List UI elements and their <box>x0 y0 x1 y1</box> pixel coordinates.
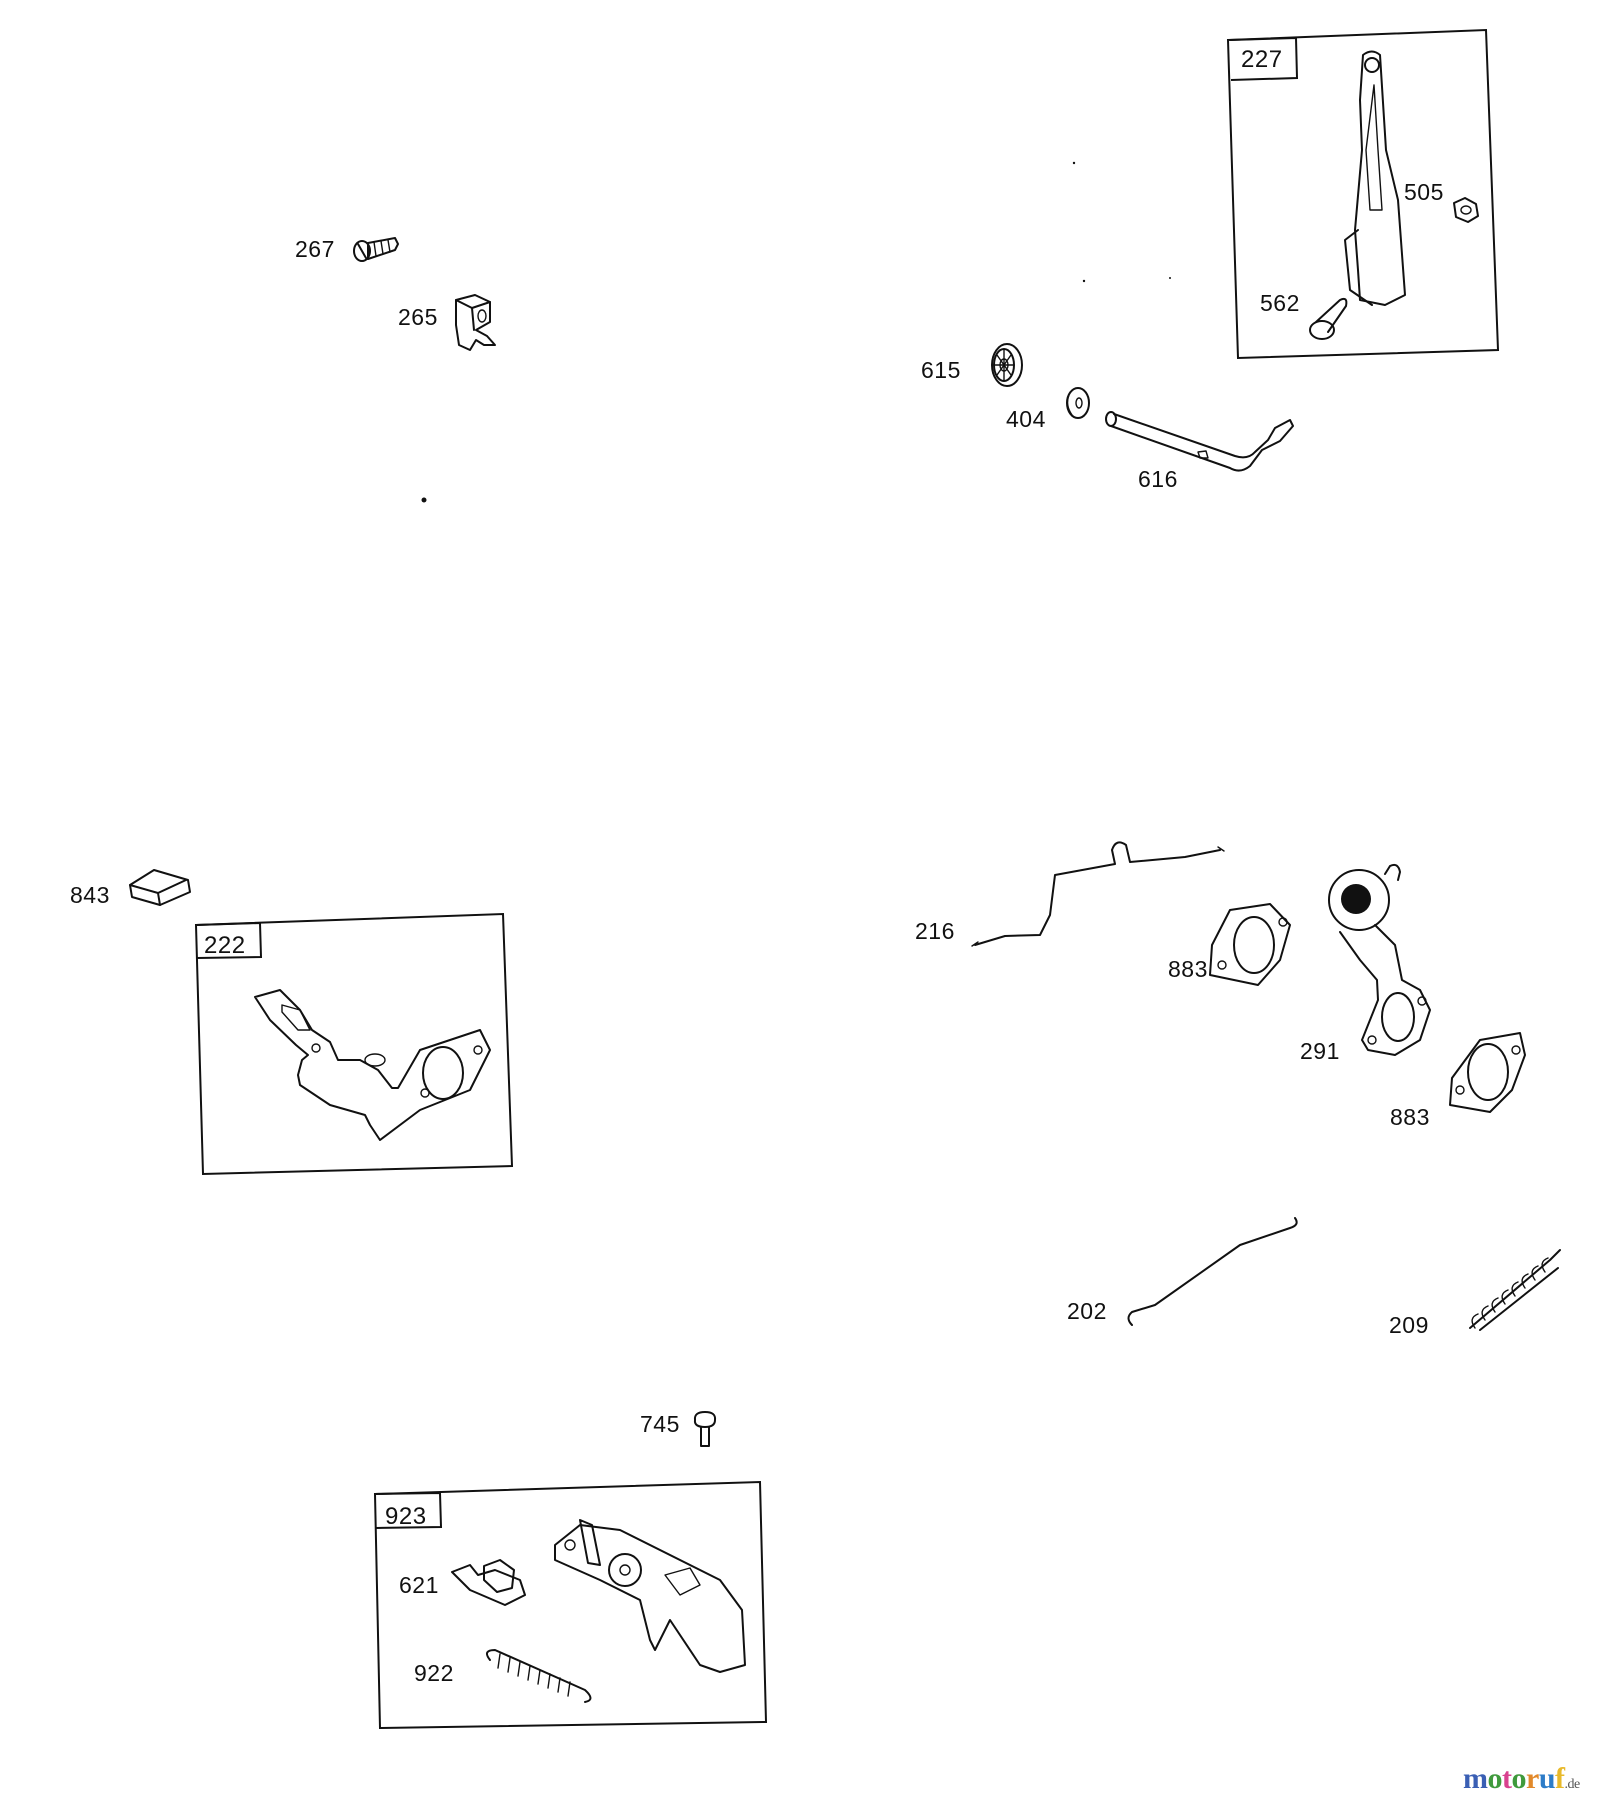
part-616-governor-shaft[interactable] <box>1105 411 1294 472</box>
label-265[interactable]: 265 <box>398 304 438 330</box>
part-216-link-rod[interactable] <box>971 841 1225 947</box>
part-562-bolt[interactable] <box>1309 297 1348 340</box>
assembly-227-frame[interactable] <box>1226 28 1500 360</box>
label-267[interactable]: 267 <box>295 236 335 262</box>
logo-tld: .de <box>1564 1777 1581 1792</box>
logo-letter: o <box>1487 1762 1503 1795</box>
label-883-lower[interactable]: 883 <box>1390 1104 1430 1130</box>
label-745[interactable]: 745 <box>640 1411 680 1437</box>
part-922-spring[interactable] <box>485 1649 592 1703</box>
label-843[interactable]: 843 <box>70 882 110 908</box>
label-562[interactable]: 562 <box>1260 290 1300 316</box>
label-922[interactable]: 922 <box>414 1660 454 1686</box>
logo-letter: t <box>1502 1762 1512 1795</box>
part-923-governor-bracket[interactable] <box>554 1519 746 1673</box>
part-209-spring[interactable] <box>1469 1249 1561 1331</box>
logo-letter: m <box>1463 1762 1488 1795</box>
label-209[interactable]: 209 <box>1389 1312 1429 1338</box>
label-883-upper[interactable]: 883 <box>1168 956 1208 982</box>
part-621-slide[interactable] <box>451 1559 526 1606</box>
label-923[interactable]: 923 <box>385 1503 427 1530</box>
part-843-block[interactable] <box>129 869 191 906</box>
label-616[interactable]: 616 <box>1138 466 1178 492</box>
label-216[interactable]: 216 <box>915 918 955 944</box>
logo-letter: u <box>1538 1762 1556 1795</box>
part-745-screw[interactable] <box>693 1411 717 1447</box>
part-404-washer[interactable] <box>1066 387 1090 419</box>
part-267-screw[interactable] <box>353 237 399 262</box>
part-291-bracket[interactable] <box>1328 863 1431 1056</box>
label-291[interactable]: 291 <box>1300 1038 1340 1064</box>
label-404[interactable]: 404 <box>1006 406 1046 432</box>
label-505[interactable]: 505 <box>1404 179 1444 205</box>
part-265-clamp[interactable] <box>455 294 496 351</box>
part-615-seal[interactable] <box>991 343 1023 387</box>
label-615[interactable]: 615 <box>921 357 961 383</box>
motoruf-watermark-logo[interactable]: motoruf.de <box>1463 1762 1580 1796</box>
part-883-gasket-upper[interactable] <box>1209 903 1291 986</box>
part-883-gasket-lower[interactable] <box>1449 1032 1526 1113</box>
assembly-923-frame[interactable] <box>373 1480 768 1730</box>
assembly-222-frame[interactable] <box>194 912 514 1176</box>
label-621[interactable]: 621 <box>399 1572 439 1598</box>
logo-letter: r <box>1526 1762 1539 1795</box>
label-227[interactable]: 227 <box>1241 46 1283 73</box>
scan-specks <box>421 161 1171 503</box>
logo-letter: o <box>1511 1762 1527 1795</box>
part-505-hex-nut[interactable] <box>1453 197 1479 223</box>
label-222[interactable]: 222 <box>204 932 246 959</box>
part-227-lever[interactable] <box>1344 50 1406 306</box>
logo-letter: f <box>1555 1762 1565 1795</box>
part-202-link[interactable] <box>1127 1217 1298 1326</box>
part-222-bracket-assembly[interactable] <box>254 989 491 1141</box>
label-202[interactable]: 202 <box>1067 1298 1107 1324</box>
